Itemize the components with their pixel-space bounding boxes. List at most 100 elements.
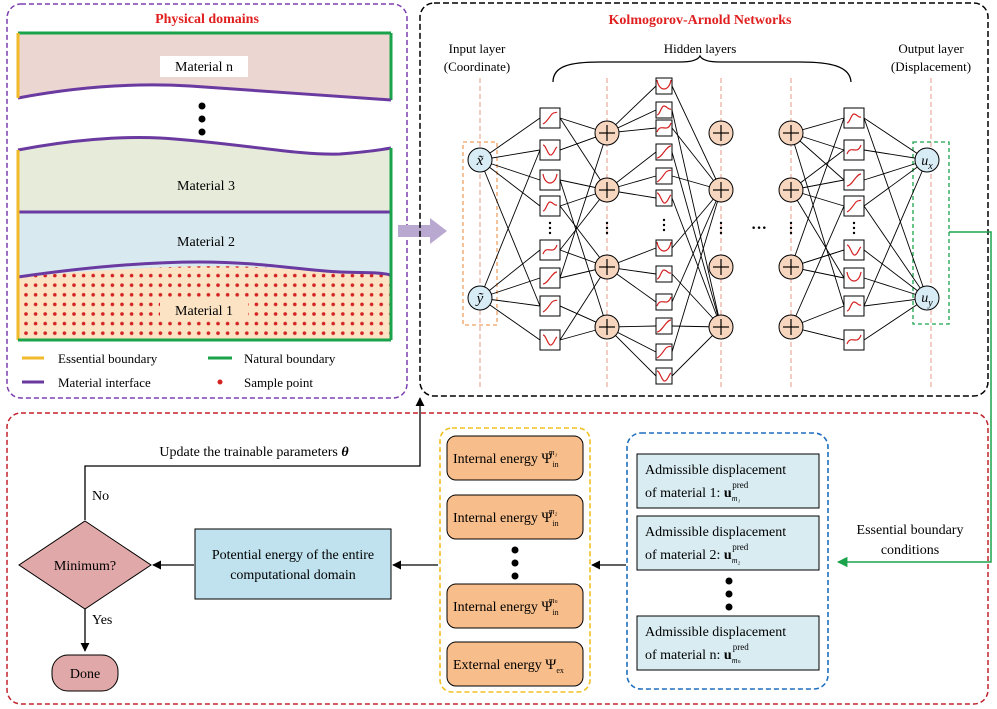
output-ux-label: ux (921, 154, 933, 172)
update-arrow (84, 397, 425, 520)
minimum-label: Minimum? (54, 559, 116, 574)
activation-function-box (655, 77, 673, 95)
admissible-n-box (636, 615, 820, 671)
activation-function-box (655, 143, 673, 161)
legend-sample-swatch (217, 379, 223, 385)
sum-node (594, 177, 620, 203)
activation-function-box (655, 119, 673, 137)
physical-domains-title: Physical domains (155, 12, 259, 27)
input-node (467, 285, 493, 311)
input-layer-label: Input layer (449, 41, 506, 56)
internal-energy-1-box (446, 435, 584, 481)
material-3-region (18, 137, 391, 212)
admissible-1-box (636, 453, 820, 509)
essential-bc-connector (836, 231, 992, 568)
activation-function-box (539, 139, 561, 161)
done-label: Done (70, 667, 100, 682)
internal-energy-n-label: Internal energy Ψinmₙ (453, 596, 559, 617)
admissible-dot (725, 577, 733, 585)
input-layer-sub: (Coordinate) (444, 59, 510, 74)
sum-node (708, 120, 734, 146)
sum-node (594, 254, 620, 280)
input-node (467, 147, 493, 173)
sum-node (708, 254, 734, 280)
activation-function-box (843, 267, 865, 289)
flow-arrow-to-kan (398, 218, 447, 244)
vertical-ellipsis-marks (548, 218, 856, 235)
update-text: Update the trainable parameters θ (159, 445, 349, 460)
activation-function-box (655, 293, 673, 311)
activation-function-box (655, 317, 673, 335)
material-interface-1 (17, 260, 392, 279)
sum-node (778, 177, 804, 203)
legend-essential-label: Essential boundary (58, 351, 158, 366)
energy-dot (511, 572, 519, 580)
material-n-label: Material n (175, 60, 233, 75)
internal-energy-1-label: Internal energy Ψinm₁ (453, 448, 559, 469)
material-3-label: Material 3 (177, 179, 235, 194)
admissible-2-line1: Admissible displacement (645, 525, 786, 540)
training-loop-frame (6, 412, 989, 705)
legend-sample-label: Sample point (244, 375, 313, 390)
sum-node (594, 314, 620, 340)
activation-function-box (539, 267, 561, 289)
no-label: No (92, 489, 109, 504)
activation-function-box (539, 329, 561, 351)
vertical-ellipsis (789, 221, 793, 235)
legend-natural-label: Natural boundary (244, 351, 336, 366)
internal-energy-2-label: Internal energy Ψinm₂ (453, 507, 559, 528)
done-node (51, 654, 119, 692)
activation-function-box (539, 239, 561, 261)
admissible-2-box (636, 515, 820, 571)
material-n-label-box (160, 56, 248, 77)
admissible-dot (725, 590, 733, 598)
activation-function-box (655, 167, 673, 185)
internal-energy-2-box (446, 494, 584, 540)
activation-function-box (655, 265, 673, 283)
activation-function-box (843, 329, 865, 351)
activation-function-box (539, 295, 561, 317)
essential-bc-line2: conditions (881, 543, 939, 558)
admissible-n-line2: of material n: umₙpred (645, 642, 749, 665)
activation-function-box (539, 195, 561, 217)
admissible-group-frame (626, 432, 829, 690)
material-2-label: Material 2 (177, 235, 235, 250)
activation-function-box (843, 107, 865, 129)
hidden-layers-brace (552, 54, 852, 83)
activation-function-box (539, 169, 561, 191)
physical-domains-frame (6, 3, 408, 399)
admissible-n-line1: Admissible displacement (645, 625, 786, 640)
activation-function-box (843, 169, 865, 191)
admissible-1-line2: of material 1: um₁pred (645, 480, 749, 503)
potential-energy-line2: computational domain (230, 568, 356, 583)
input-x-label: x̃ (476, 153, 484, 169)
external-energy-box (446, 641, 584, 687)
energy-dot (511, 559, 519, 567)
output-node (914, 147, 940, 173)
legend-interface-label: Material interface (58, 375, 151, 390)
input-highlight-box (462, 141, 498, 326)
activation-function-box (539, 107, 561, 129)
sum-node (594, 120, 620, 146)
material-1-label-box (160, 300, 248, 321)
output-uy-label: uy (921, 291, 933, 309)
external-energy-label: External energy Ψex (453, 657, 564, 675)
kan-frame (419, 2, 989, 397)
material-1-label: Material 1 (175, 304, 233, 319)
output-highlight-box (912, 141, 950, 325)
potential-energy-box (194, 528, 392, 600)
dot (198, 115, 206, 123)
activation-function-box (843, 195, 865, 217)
energy-dot (511, 546, 519, 554)
essential-bc-line1: Essential boundary (857, 523, 964, 538)
dot (198, 102, 206, 110)
kan-ellipsis-mid: ··· (751, 220, 767, 237)
activation-function-box (655, 343, 673, 361)
sum-node (708, 314, 734, 340)
sum-node (778, 254, 804, 280)
potential-energy-line1: Potential energy of the entire (212, 548, 374, 563)
network-nodes (467, 120, 940, 340)
activation-function-box (655, 101, 673, 119)
network-edges (479, 85, 928, 377)
